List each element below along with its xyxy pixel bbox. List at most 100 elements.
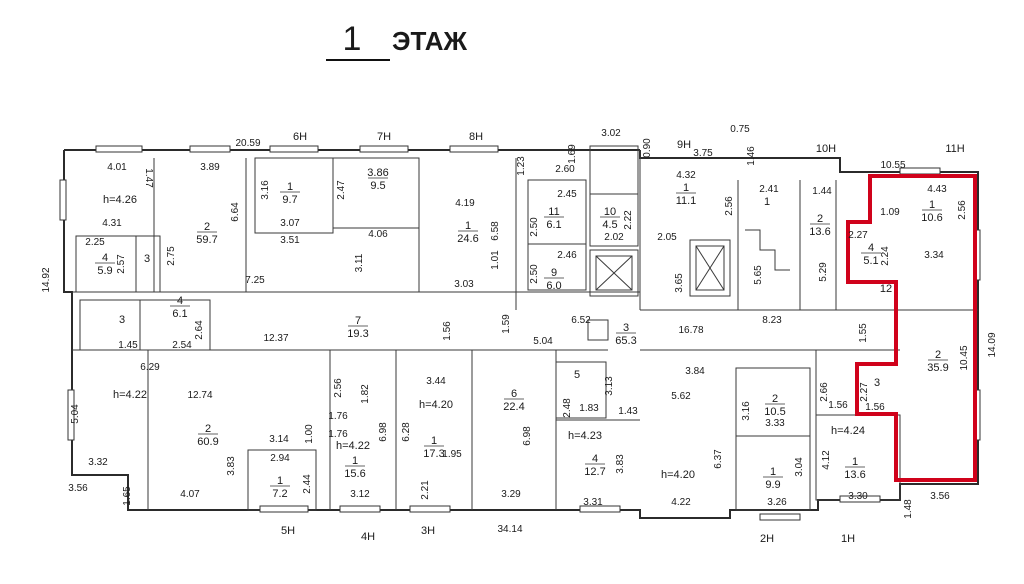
room-number: 12 <box>880 283 892 295</box>
room-number: 3.86 <box>367 167 388 179</box>
dimension-label: 4.01 <box>107 162 127 173</box>
room-area: 6.1 <box>172 308 187 320</box>
dimension-label: 1.76 <box>328 429 348 440</box>
room-area: 60.9 <box>197 436 218 448</box>
unit-label: 11H <box>945 143 964 155</box>
room-area: 22.4 <box>503 401 524 413</box>
dimension-label: 6.64 <box>230 202 241 222</box>
dimension-label: 1.01 <box>490 250 501 270</box>
dimension-label: 2.45 <box>557 189 577 200</box>
dimension-label: 2.44 <box>302 474 313 494</box>
dimension-label: 2.48 <box>562 398 573 418</box>
room-area: 13.6 <box>844 469 865 481</box>
room-area: 5.9 <box>97 265 112 277</box>
room-area: 9.9 <box>765 479 780 491</box>
height-note: h=4.22 <box>336 440 370 452</box>
room-area: 4.5 <box>602 219 617 231</box>
room-area: 59.7 <box>196 234 217 246</box>
dimension-label: 3.16 <box>741 401 752 421</box>
dimension-label: 3.65 <box>674 273 685 293</box>
dimension-label: 6.29 <box>140 362 160 373</box>
dimension-label: 2.47 <box>336 180 347 200</box>
room-area: 12.7 <box>584 466 605 478</box>
room-number: 1 <box>764 196 770 208</box>
dimension-label: 2.22 <box>623 210 634 230</box>
dimension-label: 2.94 <box>270 453 290 464</box>
room-area: 19.3 <box>347 328 368 340</box>
room-area: 7.2 <box>272 488 287 500</box>
dimension-label: 1.65 <box>122 486 133 506</box>
dimension-label: 4.43 <box>927 184 947 195</box>
dimension-label: 3.31 <box>583 497 603 508</box>
floor-number: 1 <box>343 20 362 58</box>
dimension-label: 3.29 <box>501 489 521 500</box>
dimension-label: 3.56 <box>68 483 88 494</box>
dimension-label: 3.04 <box>794 457 805 477</box>
dimension-label: 2.27 <box>859 382 870 402</box>
room-number: 1 <box>277 475 283 487</box>
dimension-label: 2.05 <box>657 232 677 243</box>
room-number: 2 <box>772 393 778 405</box>
unit-label: 1H <box>841 533 855 545</box>
stair-symbols <box>595 229 790 291</box>
room-number: 1 <box>431 435 437 447</box>
dimension-label: 14.09 <box>987 332 998 357</box>
dimension-label: 1.23 <box>516 156 527 176</box>
dimension-label: 1.00 <box>304 424 315 444</box>
height-note: h=4.22 <box>113 389 147 401</box>
unit-label: 8H <box>469 131 483 143</box>
dimension-label: 34.14 <box>497 524 522 535</box>
dimension-label: 5.65 <box>753 265 764 285</box>
dimension-label: 3.89 <box>200 162 220 173</box>
dimension-label: 6.98 <box>522 426 533 446</box>
dimension-label: 1.44 <box>812 186 832 197</box>
dimension-label: 3.11 <box>354 253 365 272</box>
dimension-label: 3.75 <box>693 148 713 159</box>
dimension-label: 4.12 <box>821 450 832 470</box>
dimension-label: 1.55 <box>858 323 869 343</box>
dimension-label: 5.29 <box>818 262 829 282</box>
room-area: 6.1 <box>546 219 561 231</box>
dimension-label: 6.98 <box>378 422 389 442</box>
dimension-label: 3.02 <box>601 128 621 139</box>
dimension-label: 12.37 <box>263 333 288 344</box>
dimension-label: 10.45 <box>959 345 970 370</box>
room-number: 2 <box>204 221 210 233</box>
room-area: 6.0 <box>546 280 561 292</box>
dimension-label: 1.43 <box>618 406 638 417</box>
dimension-label: 5.62 <box>671 391 691 402</box>
room-number: 1 <box>465 220 471 232</box>
dimension-label: 2.02 <box>604 232 624 243</box>
dimension-label: 4.32 <box>676 170 696 181</box>
dimension-label: 4.22 <box>671 497 691 508</box>
dimension-label: 2.56 <box>724 196 735 216</box>
dimension-label: 3.16 <box>260 180 271 200</box>
room-number: 11 <box>548 206 559 218</box>
dimension-label: 5.04 <box>70 404 81 424</box>
dimension-label: 2.27 <box>848 230 868 241</box>
dimension-label: 3.84 <box>685 366 705 377</box>
room-number: 3 <box>623 322 629 334</box>
room-number: 2 <box>935 349 941 361</box>
dimension-label: 6.52 <box>571 315 591 326</box>
ceiling-height-notes: h=4.26h=4.22h=4.20h=4.22h=4.23h=4.20h=4.… <box>103 194 865 481</box>
unit-label: 7H <box>377 131 391 143</box>
dimension-label: 3.44 <box>426 376 446 387</box>
dimension-label: 6.37 <box>713 449 724 469</box>
room-number: 2 <box>205 423 211 435</box>
dimension-label: 6.58 <box>490 221 501 241</box>
dimension-label: 1.46 <box>746 146 757 166</box>
dimension-label: 1.09 <box>880 207 900 218</box>
room-number: 9 <box>551 267 557 279</box>
unit-label: 9H <box>677 139 691 151</box>
room-number: 7 <box>355 315 361 327</box>
dimension-label: 2.56 <box>957 200 968 220</box>
dimension-label: 0.75 <box>730 124 750 135</box>
dimension-label: 3.83 <box>615 454 626 474</box>
height-note: h=4.23 <box>568 430 602 442</box>
dimension-label: 1.45 <box>118 340 138 351</box>
dimension-label: 10.55 <box>880 160 905 171</box>
